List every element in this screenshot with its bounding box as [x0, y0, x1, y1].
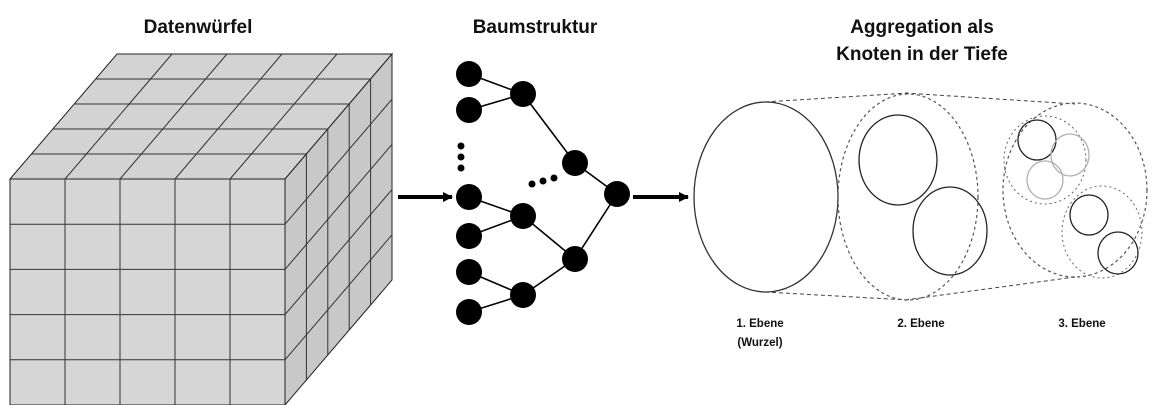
cube-grid-line [119, 53, 228, 180]
tree-leaf-node [456, 299, 482, 325]
level-3-leaf-circle [1097, 231, 1139, 275]
aggregation-levels [693, 92, 1148, 301]
tree-inner-node [510, 81, 536, 107]
tree-ellipsis-vertical [457, 142, 465, 172]
level-2-child-circle-top [858, 114, 938, 206]
level-2-outer-circle [837, 93, 979, 301]
level-3-leaf-circle [1026, 160, 1064, 200]
tree-root-node [604, 181, 630, 207]
level-1-root-circle [693, 101, 839, 293]
tree-edges [468, 73, 618, 313]
cube-grid-line [64, 53, 173, 180]
tree-title: Baumstruktur [473, 17, 598, 38]
cube-grid-line [284, 98, 393, 225]
level-3-group-top [1003, 115, 1087, 205]
cube-grid-line [284, 189, 393, 315]
tree-inner-node [562, 246, 588, 272]
cube-grid-line [174, 53, 283, 180]
level-3-leaf-circle [1050, 133, 1090, 177]
cube-grid-line [284, 144, 393, 270]
level-1-label: 1. Ebene [736, 318, 783, 330]
tree-leaf-node [456, 97, 482, 123]
cube-title: Datenwürfel [144, 17, 253, 38]
level-2-label: 2. Ebene [897, 318, 944, 330]
tree-structure [456, 61, 630, 325]
level-3-group-bottom [1061, 185, 1143, 279]
tree-ellipsis-diagonal [528, 174, 558, 188]
data-cube [8, 52, 394, 405]
tree-nodes [456, 61, 630, 325]
tree-inner-node [562, 150, 588, 176]
tree-inner-node [510, 282, 536, 308]
cube-front-face [9, 178, 286, 405]
cube-grid-lines [10, 53, 393, 405]
tree-leaf-node [456, 223, 482, 249]
aggregation-title-line2: Knoten in der Tiefe [836, 44, 1008, 65]
cube-grid-line [229, 53, 338, 180]
level-3-leaf-circle [1069, 194, 1109, 236]
level-2-child-circle-bottom [912, 186, 988, 276]
level-connector-lines [764, 92, 1076, 301]
level-3-outer-circle [1002, 102, 1148, 278]
aggregation-title-line1: Aggregation als [850, 17, 994, 38]
tree-leaf-node [456, 61, 482, 87]
level-3-label: 3. Ebene [1058, 318, 1105, 330]
cube-grid-line [284, 234, 393, 361]
tree-leaf-node [456, 259, 482, 285]
level-1-sublabel: (Wurzel) [737, 337, 782, 349]
tree-inner-node [510, 203, 536, 229]
tree-leaf-node [456, 184, 482, 210]
level-3-leaf-circle [1017, 119, 1057, 161]
